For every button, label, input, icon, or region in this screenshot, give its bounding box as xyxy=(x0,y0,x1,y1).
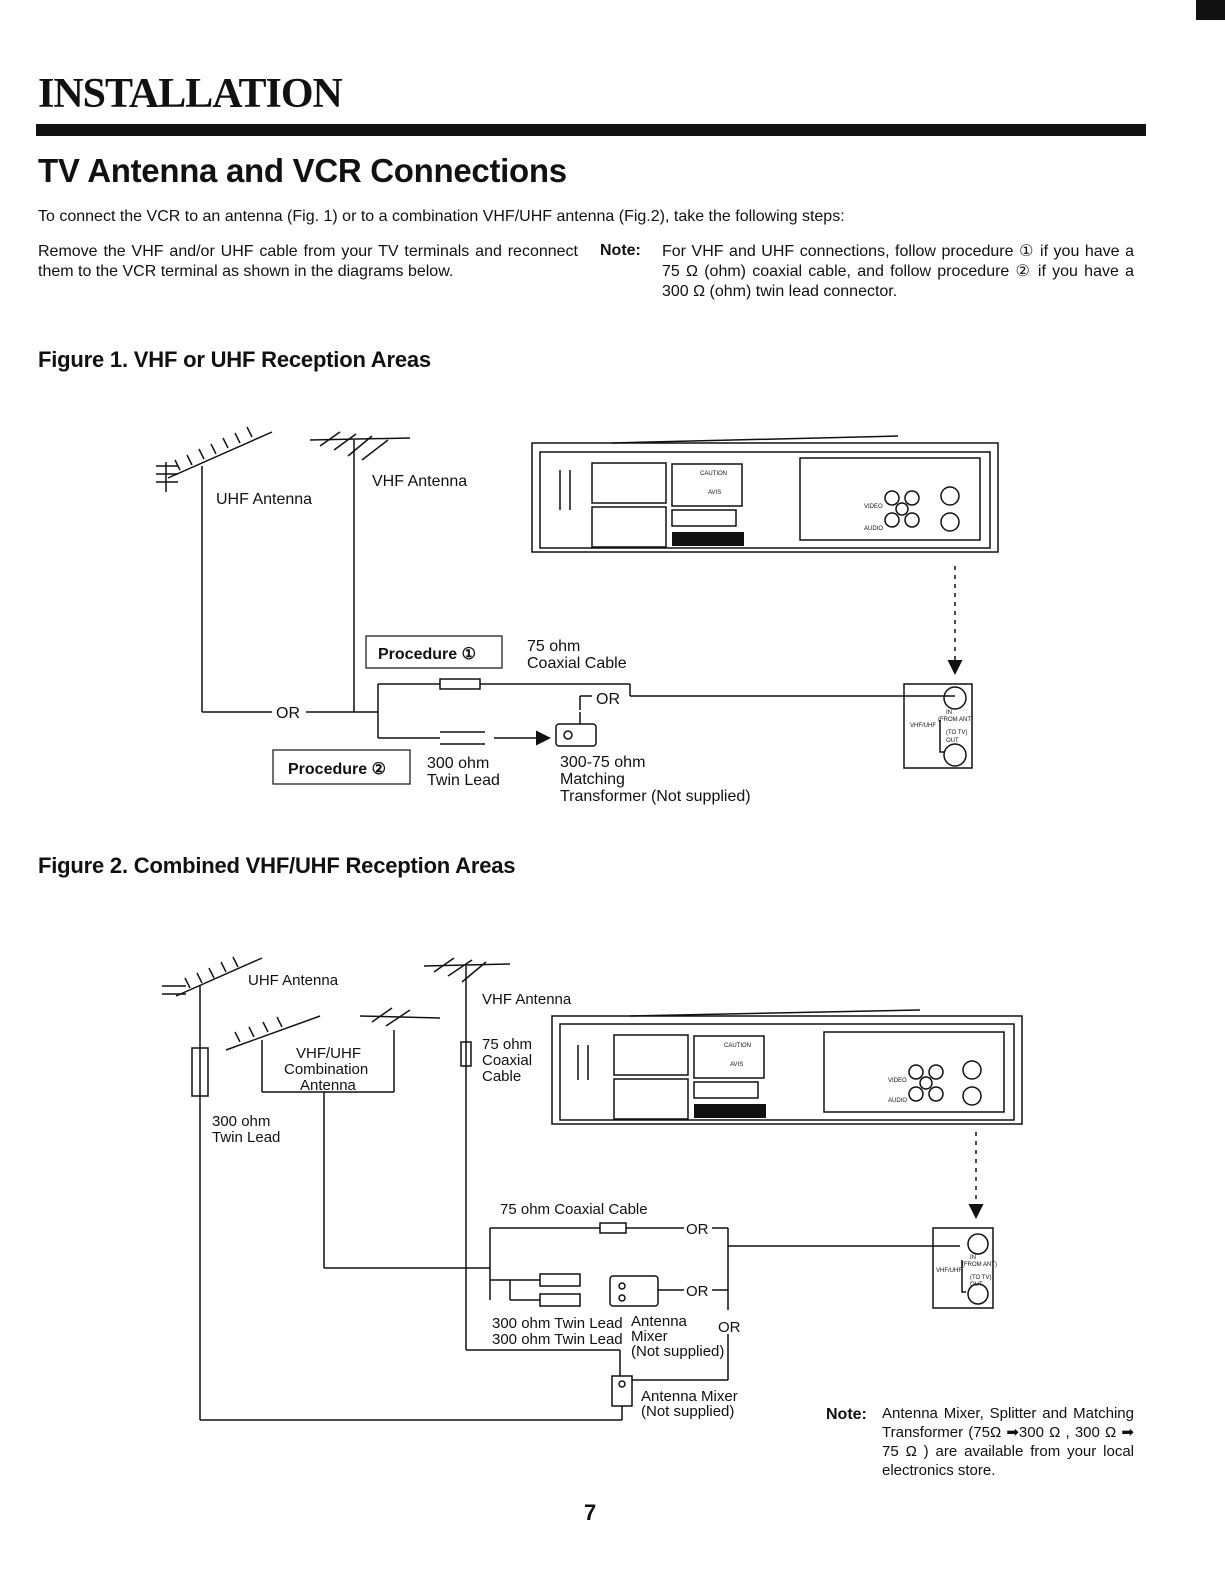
fig1-or-right: OR xyxy=(596,691,620,708)
fig2-or1: OR xyxy=(686,1221,709,1238)
fig1-vhf-label: VHF Antenna xyxy=(372,473,467,490)
fig1-transformer-line1: 300-75 ohm xyxy=(560,754,645,771)
vcr2-audio: AUDIO xyxy=(888,1098,907,1104)
page-heading: TV Antenna and VCR Connections xyxy=(38,152,567,189)
fig2-combo-line3: Antenna xyxy=(300,1077,357,1094)
fig1-transformer-line3: Transformer (Not supplied) xyxy=(560,788,751,805)
procedure1-label: Procedure ① xyxy=(378,646,476,663)
fig2-vhf-antenna-icon xyxy=(423,957,511,1350)
instructions-text: Remove the VHF and/or UHF cable from you… xyxy=(38,243,578,280)
term1-out: OUT xyxy=(946,738,959,744)
fig1-transformer-line2: Matching xyxy=(560,771,625,788)
figure2-title: Figure 2. Combined VHF/UHF Reception Are… xyxy=(38,853,516,878)
vcr-vents-1 xyxy=(672,532,744,546)
fig2-coax-line3: Cable xyxy=(482,1068,521,1085)
antenna-mixer-icon-2 xyxy=(611,1375,633,1407)
matching-transformer-icon xyxy=(555,712,597,747)
figure1-title: Figure 1. VHF or UHF Reception Areas xyxy=(38,347,431,372)
fig2-coax-line2: Coaxial xyxy=(482,1052,532,1069)
term2-out: OUT xyxy=(970,1282,983,1288)
vcr1-avis: AVIS xyxy=(708,490,721,496)
term2-vhf-uhf: VHF/UHF xyxy=(936,1268,962,1274)
fig2-mixer1-line3: (Not supplied) xyxy=(631,1343,724,1360)
combination-antenna-icon xyxy=(225,1007,441,1268)
fig2-twin-lead-a: 300 ohm Twin Lead xyxy=(492,1315,623,1332)
section-title: INSTALLATION xyxy=(38,71,343,117)
fig2-uhf-label: UHF Antenna xyxy=(248,972,339,989)
fig1-uhf-label: UHF Antenna xyxy=(216,491,312,508)
vcr1-caution: CAUTION xyxy=(700,471,727,477)
vcr2-video: VIDEO xyxy=(888,1078,907,1084)
vcr1-audio: AUDIO xyxy=(864,526,883,532)
fig1-twin-line1: 300 ohm xyxy=(427,755,489,772)
fig2-combo-line2: Combination xyxy=(284,1061,368,1078)
fig2-combo-line1: VHF/UHF xyxy=(296,1045,361,1062)
vcr-rear-panel-2 xyxy=(551,1009,1023,1125)
note-bottom-text: Antenna Mixer, Splitter and Matching Tra… xyxy=(882,1405,1134,1479)
term2-to-tv: (TO TV) xyxy=(970,1275,991,1281)
term1-from-ant: (FROM ANT) xyxy=(938,717,973,723)
fig2-coax-cable: 75 ohm Coaxial Cable xyxy=(500,1201,648,1218)
fig2-mixer1-line2: Mixer xyxy=(631,1328,668,1345)
fig2-mixer1-line1: Antenna xyxy=(631,1313,688,1330)
vcr1-video: VIDEO xyxy=(864,504,883,510)
figure2-diagram xyxy=(162,956,1023,1421)
title-rule xyxy=(36,124,1146,136)
fig2-coax-line1: 75 ohm xyxy=(482,1036,532,1053)
fig2-twin-lead-b: 300 ohm Twin Lead xyxy=(492,1331,623,1348)
antenna-mixer-icon-1 xyxy=(609,1275,659,1307)
term1-vhf-uhf: VHF/UHF xyxy=(910,723,936,729)
corner-mark xyxy=(1196,0,1225,20)
figure1-diagram xyxy=(156,426,999,785)
term2-in: IN xyxy=(970,1255,976,1261)
note-bottom-label: Note: xyxy=(826,1406,867,1423)
procedure2-label: Procedure ② xyxy=(288,761,386,778)
fig2-mixer2-line2: (Not supplied) xyxy=(641,1403,734,1420)
fig2-uhf-antenna-icon xyxy=(162,956,263,1420)
fig2-or3: OR xyxy=(718,1319,741,1336)
fig2-vhf-label: VHF Antenna xyxy=(482,991,572,1008)
fig1-coax-line1: 75 ohm xyxy=(527,638,580,655)
page-number: 7 xyxy=(584,1500,597,1525)
vcr-rear-panel-1 xyxy=(531,435,999,553)
vcr2-avis: AVIS xyxy=(730,1062,743,1068)
vcr2-caution: CAUTION xyxy=(724,1043,751,1049)
vcr-antenna-terminal-1 xyxy=(903,683,973,769)
term2-from-ant: (FROM ANT) xyxy=(962,1262,997,1268)
fig1-twin-line2: Twin Lead xyxy=(427,772,500,789)
vcr-antenna-terminal-2 xyxy=(932,1227,994,1309)
fig2-twin-line1: 300 ohm xyxy=(212,1113,270,1130)
uhf-antenna-icon xyxy=(156,426,273,712)
note-top-label: Note: xyxy=(600,242,641,259)
term1-in: IN xyxy=(946,710,952,716)
fig2-twin-line2: Twin Lead xyxy=(212,1129,280,1146)
term1-to-tv: (TO TV) xyxy=(946,730,967,736)
note-top-text: For VHF and UHF connections, follow proc… xyxy=(662,243,1134,300)
vcr-vents-2 xyxy=(694,1104,766,1118)
fig2-mixer2-line1: Antenna Mixer xyxy=(641,1388,738,1405)
vhf-antenna-icon xyxy=(309,431,411,712)
fig2-or2: OR xyxy=(686,1283,709,1300)
fig1-coax-line2: Coaxial Cable xyxy=(527,655,627,672)
fig1-or-left: OR xyxy=(276,705,300,722)
intro-text: To connect the VCR to an antenna (Fig. 1… xyxy=(38,208,845,225)
